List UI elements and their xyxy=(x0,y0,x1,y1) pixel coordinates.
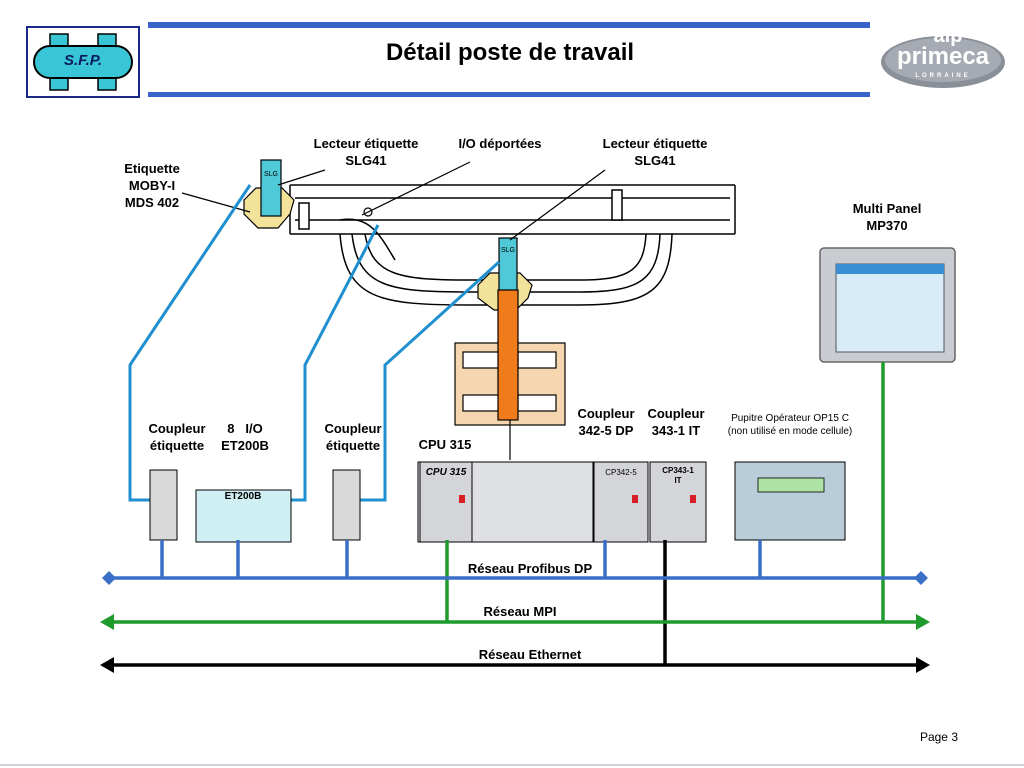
label-lecteur-2: Lecteur étiquette SLG41 xyxy=(602,136,708,168)
label-profibus: Réseau Profibus DP xyxy=(467,561,593,576)
label-coupleur-343: Coupleur 343-1 IT xyxy=(647,406,705,438)
slg-sensor-left xyxy=(260,159,282,217)
ethernet-network xyxy=(100,657,930,673)
label-multi-panel: Multi Panel MP370 xyxy=(852,201,922,233)
slg-letters-left: SLG xyxy=(263,171,278,178)
label-lecteur-1: Lecteur étiquette SLG41 xyxy=(313,136,419,168)
et200-label: ET200B xyxy=(224,491,262,502)
aip-logo-mid: primeca xyxy=(896,43,990,70)
header-bottom-bar xyxy=(148,92,870,97)
aip-primeca-logo: aip primeca LORRAINE xyxy=(878,22,1008,92)
profibus-network xyxy=(102,571,928,585)
label-pupitre: Pupitre Opérateur OP15 C (non utilisé en… xyxy=(727,413,853,437)
aip-logo-top: aip xyxy=(933,25,963,47)
cp342-module xyxy=(593,461,649,543)
aip-logo-bottom: LORRAINE xyxy=(915,73,971,79)
mpi-network xyxy=(100,614,930,630)
label-io-deportees: I/O déportées xyxy=(458,136,542,151)
cpu-module-label: CPU 315 xyxy=(425,467,467,478)
header-top-bar xyxy=(148,22,870,28)
label-coupleur-1: Coupleur étiquette xyxy=(148,421,206,453)
coupleur-module-2 xyxy=(332,469,361,541)
label-coupleur-2: Coupleur étiquette xyxy=(324,421,382,453)
label-8-io: 8 I/O ET200B xyxy=(221,421,269,453)
label-coupleur-342: Coupleur 342-5 DP xyxy=(577,406,635,438)
cp343-module xyxy=(649,461,707,543)
slg-letters-right: SLG xyxy=(500,247,515,254)
label-mpi: Réseau MPI xyxy=(483,604,557,619)
op15c-panel xyxy=(734,461,846,541)
cp343-label: CP343-1 IT xyxy=(662,466,694,485)
coupleur-module-1 xyxy=(149,469,178,541)
footer-line xyxy=(0,764,1024,766)
cp342-label: CP342-5 xyxy=(605,468,637,477)
conveyor-track xyxy=(289,184,736,306)
sfp-logo-text: S.F.P. xyxy=(63,52,103,69)
label-cpu: CPU 315 xyxy=(418,437,472,452)
sfp-logo: S.F.P. xyxy=(26,26,140,98)
conveyor-transfer-arm xyxy=(497,289,519,421)
label-ethernet: Réseau Ethernet xyxy=(478,647,582,662)
page-title: Détail poste de travail xyxy=(385,39,635,66)
label-etiquette: Etiquette MOBY-I MDS 402 xyxy=(124,161,180,210)
page-number: Page 3 xyxy=(919,730,958,744)
et200b-module xyxy=(195,489,292,543)
